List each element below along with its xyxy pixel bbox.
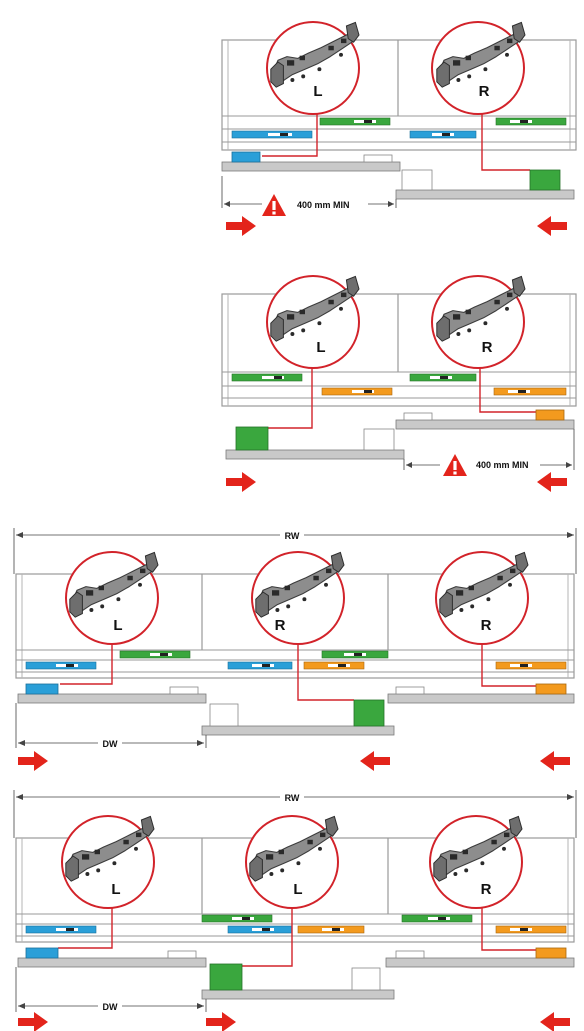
warning-triangle-icon (443, 454, 467, 476)
detail-circle-right: R (435, 551, 529, 645)
rail-width-label: RW (285, 531, 300, 541)
circle-label: L (113, 617, 122, 634)
rail-width-label: RW (285, 793, 300, 803)
door-stopper-orange (535, 683, 567, 695)
door-stopper-orange (535, 947, 567, 959)
arrow-left-icon (540, 751, 570, 771)
track-stopper-blue (227, 661, 293, 670)
track-stopper-orange (495, 925, 567, 934)
door-right (387, 683, 575, 704)
warning-triangle-icon (262, 194, 286, 216)
door-center (201, 963, 395, 1000)
track-stopper-green (401, 914, 473, 923)
circle-label: L (313, 83, 322, 100)
arrow-right-icon (226, 216, 256, 236)
detail-circle-right: R (431, 21, 526, 115)
arrow-left-icon (360, 751, 390, 771)
min-distance-label: 400 mm MIN (476, 460, 529, 470)
track-stopper-green (119, 650, 191, 659)
door-stopper-green (353, 699, 385, 727)
track-stopper-orange (321, 387, 393, 396)
detail-circle-left: L (61, 815, 155, 909)
arrow-right-icon (18, 751, 48, 771)
circle-label: R (482, 339, 493, 356)
arrow-right-icon (206, 1012, 236, 1031)
door-stopper-orange (535, 409, 565, 421)
detail-circle-left: L (65, 551, 159, 645)
track-stopper-blue (25, 925, 97, 934)
circle-label: R (481, 617, 492, 634)
door-stopper-green (209, 963, 243, 991)
door-stopper-blue (231, 151, 261, 163)
door-left (225, 426, 405, 460)
door-stopper-blue (25, 947, 59, 959)
detail-circle-center: L (245, 815, 339, 909)
track-stopper-green (201, 914, 273, 923)
panel-two-door-variant-b: L R 400 mm MIN (221, 275, 577, 492)
door-stopper-green (235, 426, 269, 451)
circle-label: L (316, 339, 325, 356)
detail-circle-left: L (266, 21, 360, 115)
panel-two-door-variant-a: L R 400 mm MIN (221, 21, 577, 236)
door-right (385, 947, 575, 968)
door-right (395, 409, 575, 430)
track-stopper-orange (495, 661, 567, 670)
door-stopper-blue (25, 683, 59, 695)
circle-label: R (481, 881, 492, 898)
detail-circle-left: L (266, 275, 360, 369)
track-stopper-green (409, 373, 477, 382)
track-stopper-orange (303, 661, 365, 670)
arrow-left-icon (537, 472, 567, 492)
door-width-label: DW (103, 1002, 118, 1012)
circle-label: L (293, 881, 302, 898)
track-stopper-blue (231, 130, 313, 139)
panel-three-door-lrr: RW (13, 528, 577, 771)
arrow-left-icon (540, 1012, 570, 1031)
track-stopper-blue (227, 925, 293, 934)
track-stopper-green (321, 650, 389, 659)
door-width-label: DW (103, 739, 118, 749)
arrow-right-icon (18, 1012, 48, 1031)
track-stopper-green (231, 373, 303, 382)
detail-circle-right: R (429, 815, 523, 909)
door-left (17, 947, 207, 968)
track-stopper-orange (297, 925, 365, 934)
min-distance-label: 400 mm MIN (297, 200, 350, 210)
track-stopper-green (495, 117, 567, 126)
detail-circle-center: R (251, 551, 345, 645)
arrow-left-icon (537, 216, 567, 236)
arrow-right-icon (226, 472, 256, 492)
door-stopper-green (529, 169, 561, 191)
circle-label: R (479, 83, 490, 100)
door-left (221, 151, 401, 172)
detail-circle-right: R (431, 275, 526, 369)
track-stopper-blue (25, 661, 97, 670)
door-right (395, 169, 575, 200)
track-stopper-green (319, 117, 391, 126)
circle-label: R (275, 617, 286, 634)
door-center (201, 699, 395, 736)
circle-label: L (111, 881, 120, 898)
panel-three-door-llr: RW (13, 790, 577, 1031)
track-stopper-orange (493, 387, 567, 396)
door-left (17, 683, 207, 704)
track-stopper-blue (409, 130, 477, 139)
